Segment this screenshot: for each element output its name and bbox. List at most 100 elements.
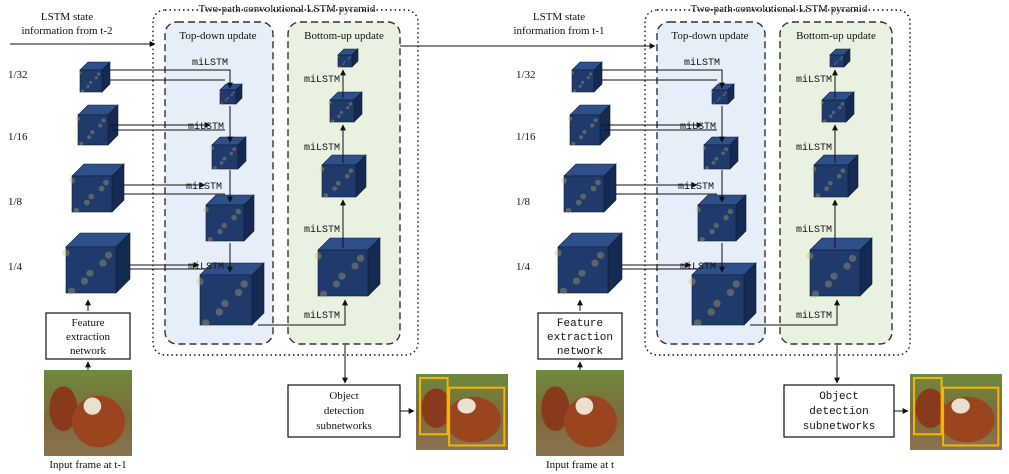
milstm-label: miLSTM [796,310,832,322]
cube-texture [811,166,817,172]
cube-texture [695,207,701,213]
cube-texture [219,160,224,165]
cube-texture [221,222,227,229]
milstm-label: miLSTM [304,310,340,322]
cube-texture [590,185,597,192]
cube-front-face [697,204,737,242]
cube-texture [337,114,341,119]
bottom-up-cube [319,154,367,199]
detection-subnetwork-box [287,384,401,438]
cube-texture [62,249,70,257]
cube-texture [838,106,842,110]
cube-texture [580,193,587,200]
cube-texture [732,280,740,288]
cube-texture [86,269,94,277]
lateral-arrow-1-32 [110,69,233,89]
cube-texture [98,185,105,192]
cube-texture [89,80,93,85]
bottom-up-cube [314,237,381,298]
cube-texture [210,146,214,151]
scale-label: 1/16 [8,131,28,143]
cube-texture [593,118,598,123]
feature-map-cube [69,163,125,214]
bottom-up-cube [829,48,851,68]
feature-extraction-label: network [557,346,604,358]
td-to-bu-arrow [258,299,348,326]
cube-texture [596,251,605,259]
scale-label: 1/4 [8,261,23,273]
top-down-label: Top-down update [671,30,748,42]
cube-texture [581,80,585,85]
panel-1: Two-path convolutional LSTM pyramidTop-d… [8,3,656,471]
cube-texture [87,135,92,140]
cube-texture [702,146,706,151]
cube-texture [723,214,729,221]
cube-texture [215,308,223,316]
cube-front-face [691,274,745,326]
cube-texture [572,277,581,285]
cube-texture [829,114,833,119]
red-panda-left [541,386,570,432]
pyramid-title: Two-path convolutional LSTM pyramid [691,3,868,15]
cube-texture [824,186,829,192]
feature-extraction-label: extraction [547,332,613,344]
milstm-label: miLSTM [304,224,340,236]
cube-texture [202,319,210,327]
lstm-state-label: LSTM state [41,11,93,23]
cube-front-face [821,99,847,123]
cube-front-face [813,164,849,198]
milstm-label: miLSTM [188,261,224,273]
cube-front-face [557,246,609,294]
cube-texture [83,199,90,206]
cube-texture [724,91,727,94]
cube-texture [572,89,576,93]
cube-texture [710,90,714,93]
cube-front-face [77,114,109,146]
milstm-label: miLSTM [678,181,714,193]
cube-texture [232,147,237,152]
cube-texture [88,193,95,200]
milstm-label: miLSTM [680,121,716,133]
lateral-arrow-1-32 [602,69,725,89]
panda-face [457,398,476,414]
cube-texture [234,288,243,297]
cube-texture [343,60,346,63]
cube-texture [351,262,359,270]
panda-face [83,397,102,415]
cube-front-face [321,164,357,198]
cube-texture [705,166,709,170]
cube-texture [221,299,229,308]
cube-texture [589,72,593,76]
cube-front-face [71,175,113,213]
cube-texture [103,179,109,186]
bottom-up-cube [811,154,859,199]
cube-texture [90,130,95,135]
cube-texture [348,168,354,174]
cube-texture [346,106,350,110]
scale-label: 1/8 [8,196,23,208]
cube-texture [319,290,328,298]
cube-texture [570,71,574,75]
cube-texture [834,62,837,65]
panda-face [575,397,594,415]
output-detection-image [416,374,508,450]
cube-texture [811,290,820,298]
cube-front-face [205,204,245,242]
cube-front-face [199,274,253,326]
cube-texture [332,186,337,192]
cube-texture [830,65,833,68]
scale-label: 1/32 [516,69,536,81]
cube-texture [724,147,728,152]
cube-texture [348,102,353,106]
cube-front-face [569,114,601,146]
feature-map-cube [75,104,119,146]
detection-bounding-box [448,386,506,447]
red-panda-left [421,388,451,428]
input-frame-image [536,370,624,456]
pyramid-title: Two-path convolutional LSTM pyramid [199,3,376,15]
cube-texture [718,96,721,100]
cube-texture [337,55,339,58]
detection-label: subnetworks [316,420,372,432]
detection-label: Object [329,390,358,402]
cube-texture [319,166,325,172]
